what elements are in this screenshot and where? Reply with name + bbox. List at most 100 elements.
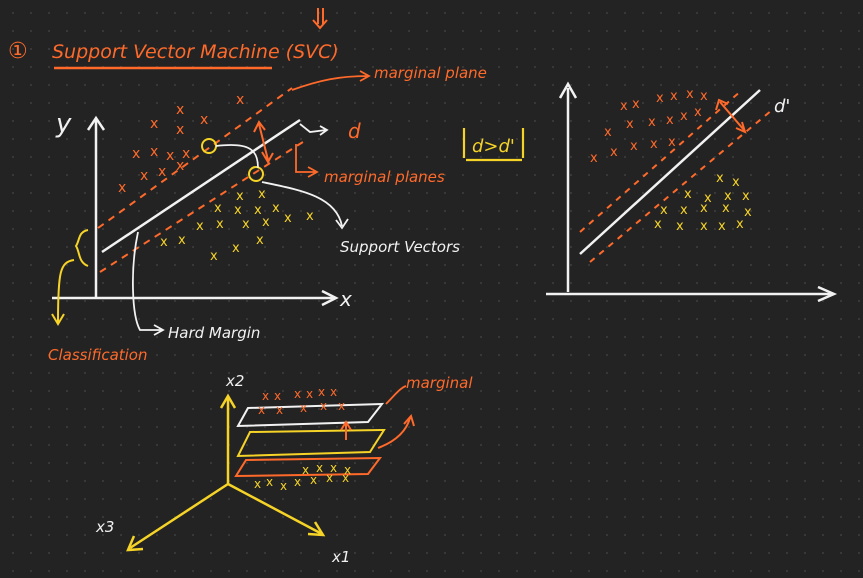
- right-hyperplane: [579, 89, 761, 255]
- svg-text:x: x: [680, 203, 688, 218]
- comparison-label: d>d': [472, 136, 515, 157]
- svg-text:x: x: [736, 217, 744, 232]
- svg-text:x: x: [626, 117, 634, 132]
- support-vector-circle-1: [201, 138, 217, 154]
- x1-axis: [227, 482, 323, 536]
- support-vectors-pointer-2: [261, 181, 349, 230]
- y-axis-arrow-icon: [86, 115, 106, 131]
- y-axis-label: y: [55, 109, 72, 139]
- svg-text:x: x: [700, 201, 708, 216]
- 3d-margin-curve: [377, 413, 415, 449]
- svg-text:x: x: [632, 97, 640, 112]
- svg-text:x: x: [158, 164, 166, 180]
- svg-text:x: x: [276, 403, 283, 417]
- svg-text:x: x: [140, 168, 148, 184]
- svg-text:x: x: [700, 89, 708, 104]
- svg-text:x: x: [686, 87, 694, 102]
- hyperplane: [101, 118, 301, 254]
- svg-text:x: x: [254, 203, 262, 218]
- svg-text:x: x: [176, 122, 184, 138]
- classification-label: Classification: [48, 346, 148, 364]
- d-prime-arrow: [715, 98, 747, 134]
- svg-text:x: x: [700, 219, 708, 234]
- comparison-box: d>d': [462, 128, 525, 162]
- hard-margin-label: Hard Margin: [168, 324, 260, 342]
- svg-text:x: x: [266, 475, 273, 489]
- down-arrow-icon: [312, 8, 328, 30]
- svg-text:x: x: [132, 146, 140, 162]
- svg-text:x: x: [590, 151, 598, 166]
- svg-text:x: x: [254, 477, 261, 491]
- upper-3d-marginal-plane: [236, 402, 385, 428]
- right-y-axis-arrow-icon: [558, 81, 578, 99]
- d-prime-label: d': [774, 96, 790, 117]
- svg-text:x: x: [676, 219, 684, 234]
- svg-text:x: x: [302, 463, 309, 477]
- svg-text:x: x: [742, 189, 750, 204]
- x1-axis-arrow-icon: [307, 521, 326, 537]
- svg-text:x: x: [150, 144, 158, 160]
- svg-text:x: x: [284, 211, 292, 226]
- svg-text:x: x: [118, 180, 126, 196]
- x2-axis-arrow-icon: [219, 393, 237, 409]
- svg-text:x: x: [274, 389, 281, 403]
- right-x-axis-arrow-icon: [817, 285, 838, 303]
- svg-text:x: x: [150, 116, 158, 132]
- x-axis-arrow-icon: [321, 289, 339, 307]
- marginal-plane-label: marginal plane: [374, 64, 487, 82]
- svg-text:x: x: [610, 145, 618, 160]
- svg-text:x: x: [200, 112, 208, 128]
- right-lower-margin: [589, 109, 773, 263]
- svg-text:x: x: [660, 203, 668, 218]
- svg-text:x: x: [236, 92, 244, 108]
- svg-text:x: x: [262, 389, 269, 403]
- svg-text:x: x: [176, 158, 184, 174]
- svg-text:x: x: [300, 401, 307, 415]
- svg-text:x: x: [182, 146, 190, 162]
- svg-text:x: x: [630, 139, 638, 154]
- svg-text:x: x: [232, 241, 240, 256]
- svg-text:x: x: [732, 175, 740, 190]
- svg-text:x: x: [724, 189, 732, 204]
- distance-arrow: [253, 120, 274, 164]
- svg-text:x: x: [320, 399, 327, 413]
- svg-text:x: x: [620, 99, 628, 114]
- svg-text:x: x: [338, 399, 345, 413]
- support-vectors-pointer: [215, 144, 259, 169]
- svg-text:x: x: [342, 471, 349, 485]
- svg-text:x: x: [294, 475, 301, 489]
- svg-text:x: x: [648, 115, 656, 130]
- support-vector-circle-2: [248, 166, 264, 182]
- svg-text:x: x: [294, 387, 301, 401]
- svg-text:x: x: [166, 148, 174, 164]
- svg-text:x: x: [666, 113, 674, 128]
- svg-text:x: x: [258, 403, 265, 417]
- svg-text:x: x: [326, 471, 333, 485]
- svg-text:x: x: [306, 387, 313, 401]
- marginal-plane-pointer: [291, 70, 371, 91]
- svg-text:x: x: [210, 249, 218, 264]
- svg-text:x: x: [214, 201, 222, 216]
- svg-text:x: x: [256, 233, 264, 248]
- 3d-marginal-pointer: [385, 385, 407, 405]
- svg-text:x: x: [216, 217, 224, 232]
- svg-text:x: x: [330, 461, 337, 475]
- hard-margin-pointer: [132, 231, 165, 336]
- page-title: Support Vector Machine (SVC): [52, 41, 339, 63]
- marginal-planes-pointer: [295, 144, 319, 178]
- svg-text:x: x: [236, 189, 244, 204]
- 3d-hyperplane: [236, 428, 386, 458]
- svg-text:x: x: [718, 219, 726, 234]
- 3d-marginal-label: marginal: [406, 374, 473, 392]
- classification-pointer: [51, 259, 75, 326]
- support-vectors-label: Support Vectors: [340, 238, 460, 256]
- svg-text:x: x: [178, 233, 186, 248]
